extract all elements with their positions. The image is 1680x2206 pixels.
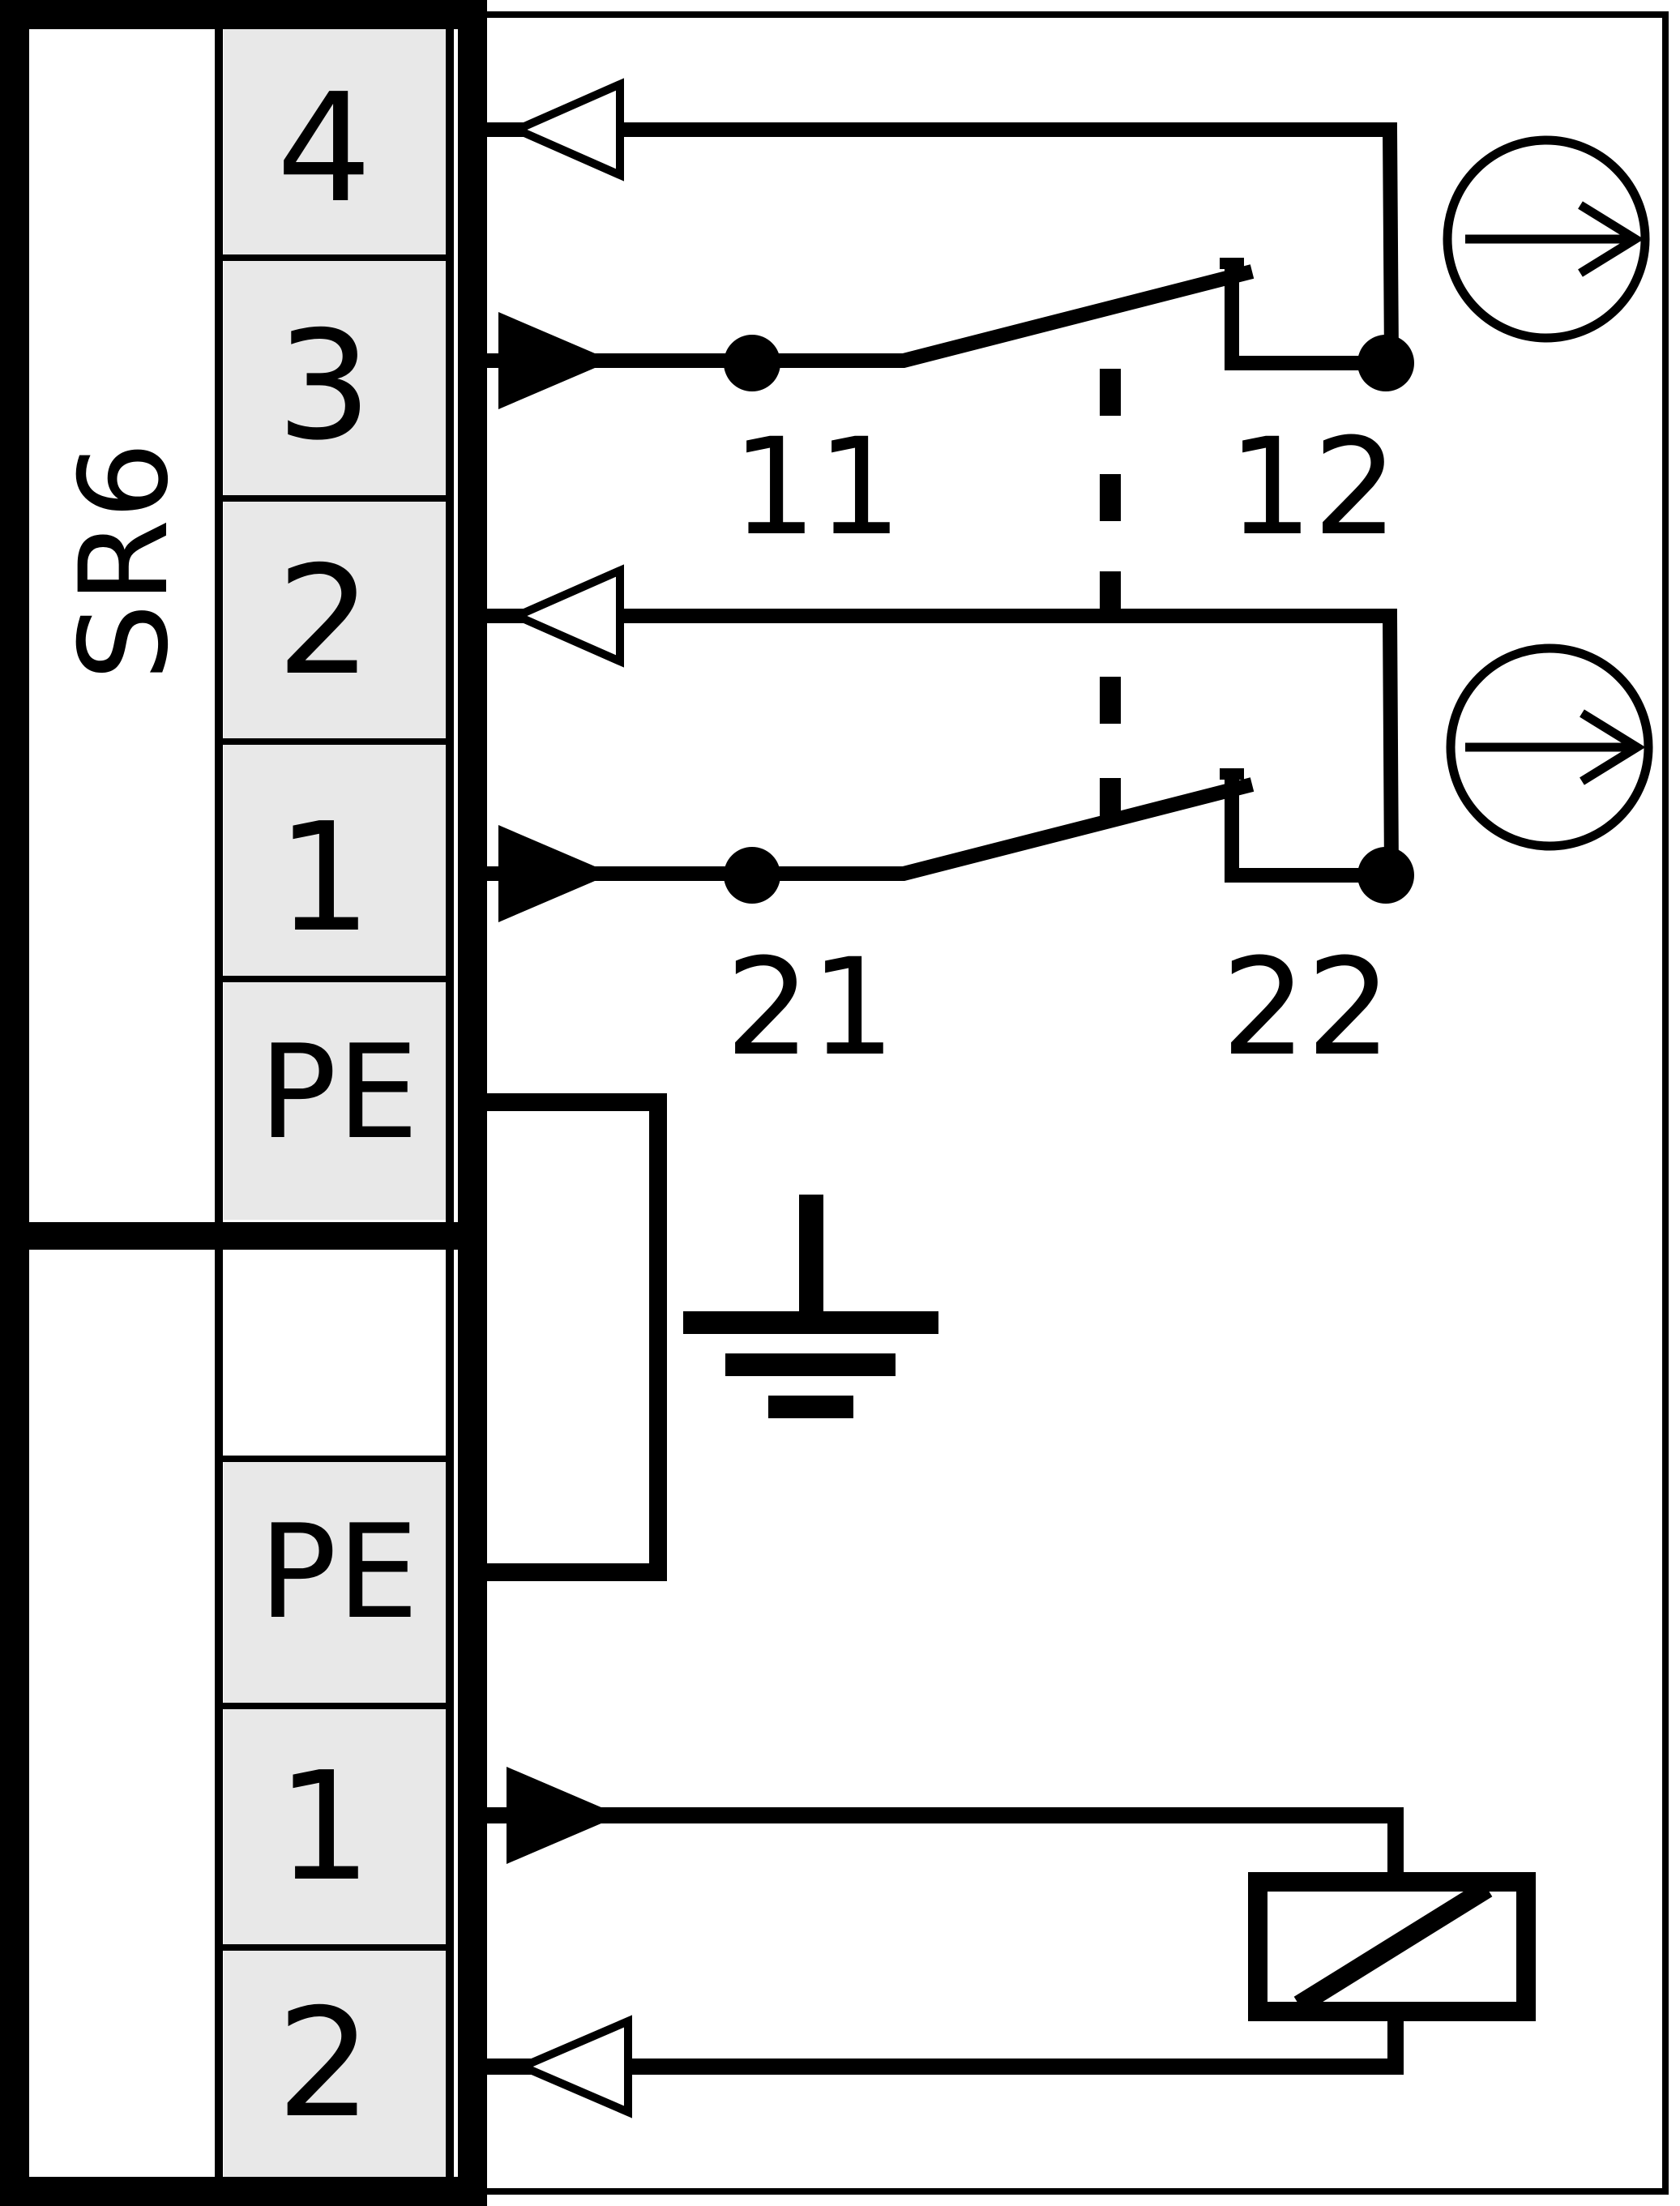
direction-symbol-bottom (1446, 643, 1653, 851)
mechanical-linkage (1100, 369, 1121, 819)
pin-cells (224, 23, 450, 2182)
filled-arrow-pin-1 (498, 825, 612, 922)
pe-link (472, 1093, 667, 1581)
coil-wiring (472, 1807, 1404, 2075)
open-arrow-coil-2 (512, 2015, 632, 2118)
pin-label-pe-top: PE (259, 1016, 419, 1168)
pin-label-1: 1 (276, 790, 372, 965)
contact-label-11: 11 (732, 409, 902, 565)
filled-arrow-coil-1 (507, 1767, 620, 1864)
filled-arrow-pin-3 (498, 312, 612, 409)
contact-21-22 (472, 609, 1399, 883)
pin-label-4: 4 (276, 61, 372, 236)
pin-label-2: 2 (276, 533, 372, 708)
terminal-12 (1357, 335, 1414, 391)
direction-symbol-top (1443, 135, 1650, 343)
contact-label-12: 12 (1228, 409, 1398, 565)
contact-label-21: 21 (725, 930, 896, 1085)
terminal-11 (724, 335, 780, 391)
ground-symbol-icon (683, 1195, 938, 1418)
pin-label-pe-bottom: PE (259, 1496, 419, 1648)
contact-label-22: 22 (1221, 930, 1391, 1085)
pin-label-1-bottom: 1 (276, 1739, 372, 1914)
contact-11-12 (472, 122, 1399, 370)
pin-label-2-bottom: 2 (276, 1976, 372, 2151)
open-arrow-pin-2 (507, 564, 624, 668)
open-arrow-pin-4 (507, 78, 624, 182)
pin-label-3: 3 (276, 298, 372, 473)
terminal-22 (1357, 847, 1414, 904)
coil-icon (1248, 1872, 1536, 2021)
terminal-21 (724, 847, 780, 904)
device-label: SR6 (54, 442, 195, 681)
